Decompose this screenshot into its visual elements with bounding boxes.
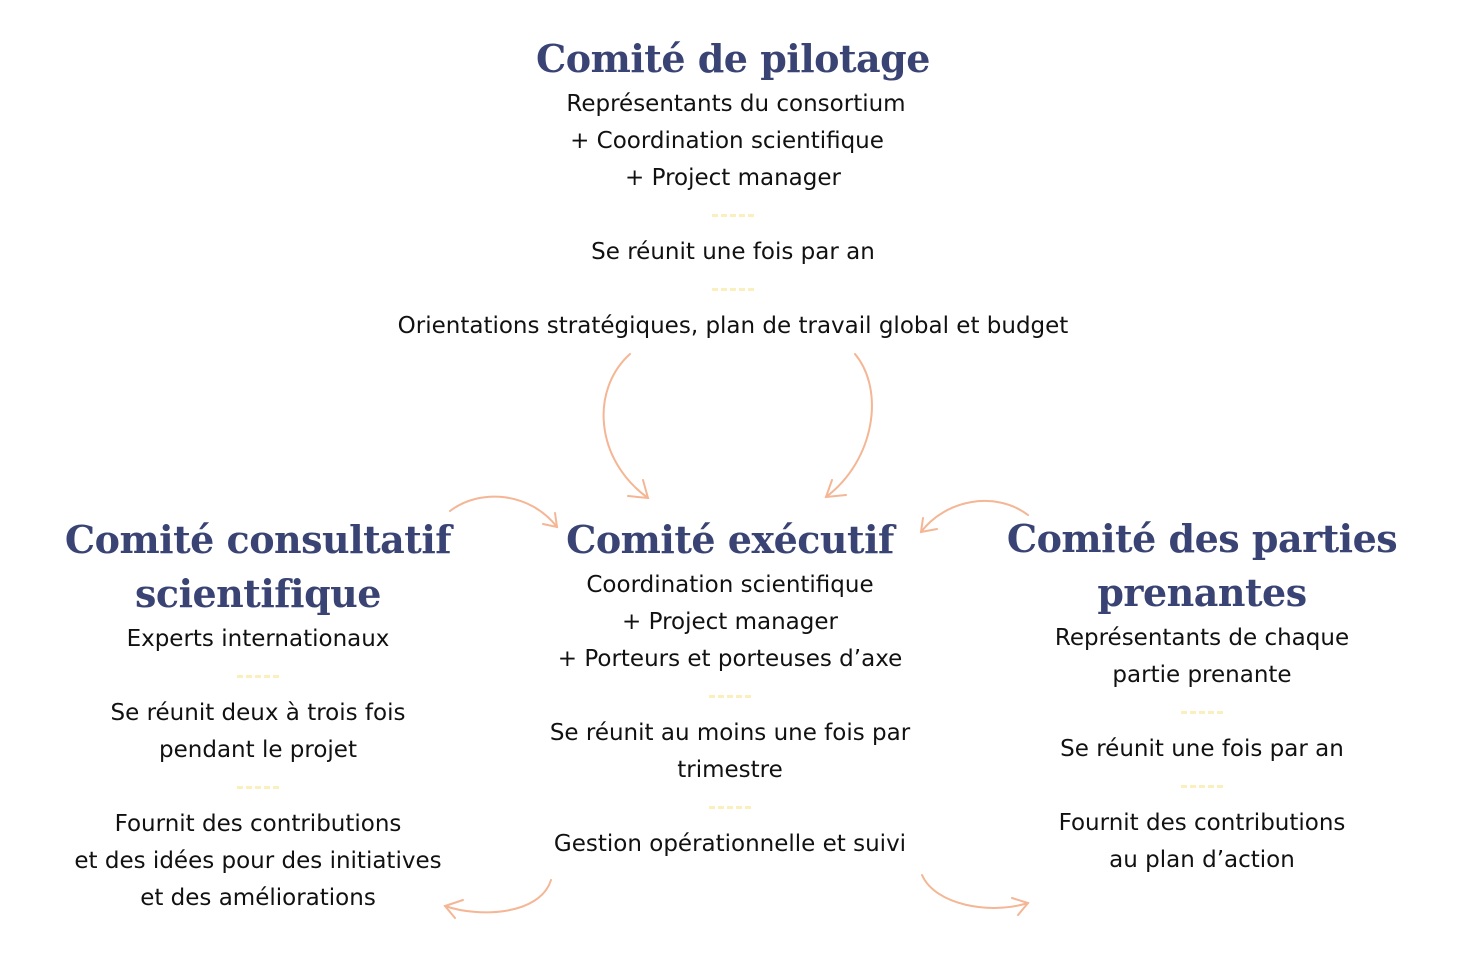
dashed-line-icon [1181,785,1223,788]
committee-consultatif: Comité consultatif scientifique Experts … [28,513,488,917]
committee-title-line: scientifique [135,571,381,616]
role-line: Fournit des contributions [114,811,402,837]
members-line: Représentants de chaque [1054,625,1350,651]
members-line: Coordination scientifique [586,572,874,598]
dashed-line-icon [709,695,751,698]
dashed-line-icon [1181,711,1223,714]
separator [330,197,1136,234]
members-line: Représentants du consortium [566,91,906,117]
separator [510,789,950,826]
role-line: et des améliorations [140,885,376,911]
frequency-line: pendant le projet [159,737,357,763]
committee-title: Comité exécutif [566,517,894,562]
committee-pilotage: Comité de pilotage Représentants du cons… [330,32,1136,345]
separator [28,658,488,695]
members-line: + Coordination scientifique [570,128,884,154]
committee-title-line: prenantes [1097,570,1307,615]
arrow-pilotage-to-executif-right [824,353,873,499]
members-line: + Project manager [622,609,838,635]
role-line: Gestion opérationnelle et suivi [553,831,907,857]
frequency-line: trimestre [677,757,783,783]
frequency-line: Se réunit une fois par an [591,239,875,265]
separator [28,769,488,806]
dashed-line-icon [237,786,279,789]
dashed-line-icon [712,288,754,291]
dashed-line-icon [709,806,751,809]
role-line: au plan d’action [1109,847,1295,873]
members-line: partie prenante [1112,662,1292,688]
members-line: + Project manager [625,165,841,191]
committee-parties-prenantes: Comité des parties prenantes Représentan… [982,512,1422,879]
separator [510,678,950,715]
dashed-line-icon [237,675,279,678]
dashed-line-icon [712,214,754,217]
arrow-pilotage-to-executif-left [602,353,650,500]
separator [330,271,1136,308]
members-line: Experts internationaux [126,626,390,652]
separator [982,768,1422,805]
frequency-line: Se réunit deux à trois fois [110,700,406,726]
frequency-line: Se réunit une fois par an [1060,736,1344,762]
arrow-executif-to-parties [921,874,1030,916]
role-line: Orientations stratégiques, plan de trava… [397,313,1069,339]
committee-title-line: Comité consultatif [64,517,452,562]
role-line: et des idées pour des initiatives [74,848,442,874]
committee-title-line: Comité des parties [1006,516,1398,561]
separator [982,694,1422,731]
committee-title: Comité de pilotage [536,36,930,81]
frequency-line: Se réunit au moins une fois par [549,720,911,746]
members-line: + Porteurs et porteuses d’axe [557,646,903,672]
role-line: Fournit des contributions [1058,810,1346,836]
committee-executif: Comité exécutif Coordination scientifiqu… [510,513,950,863]
